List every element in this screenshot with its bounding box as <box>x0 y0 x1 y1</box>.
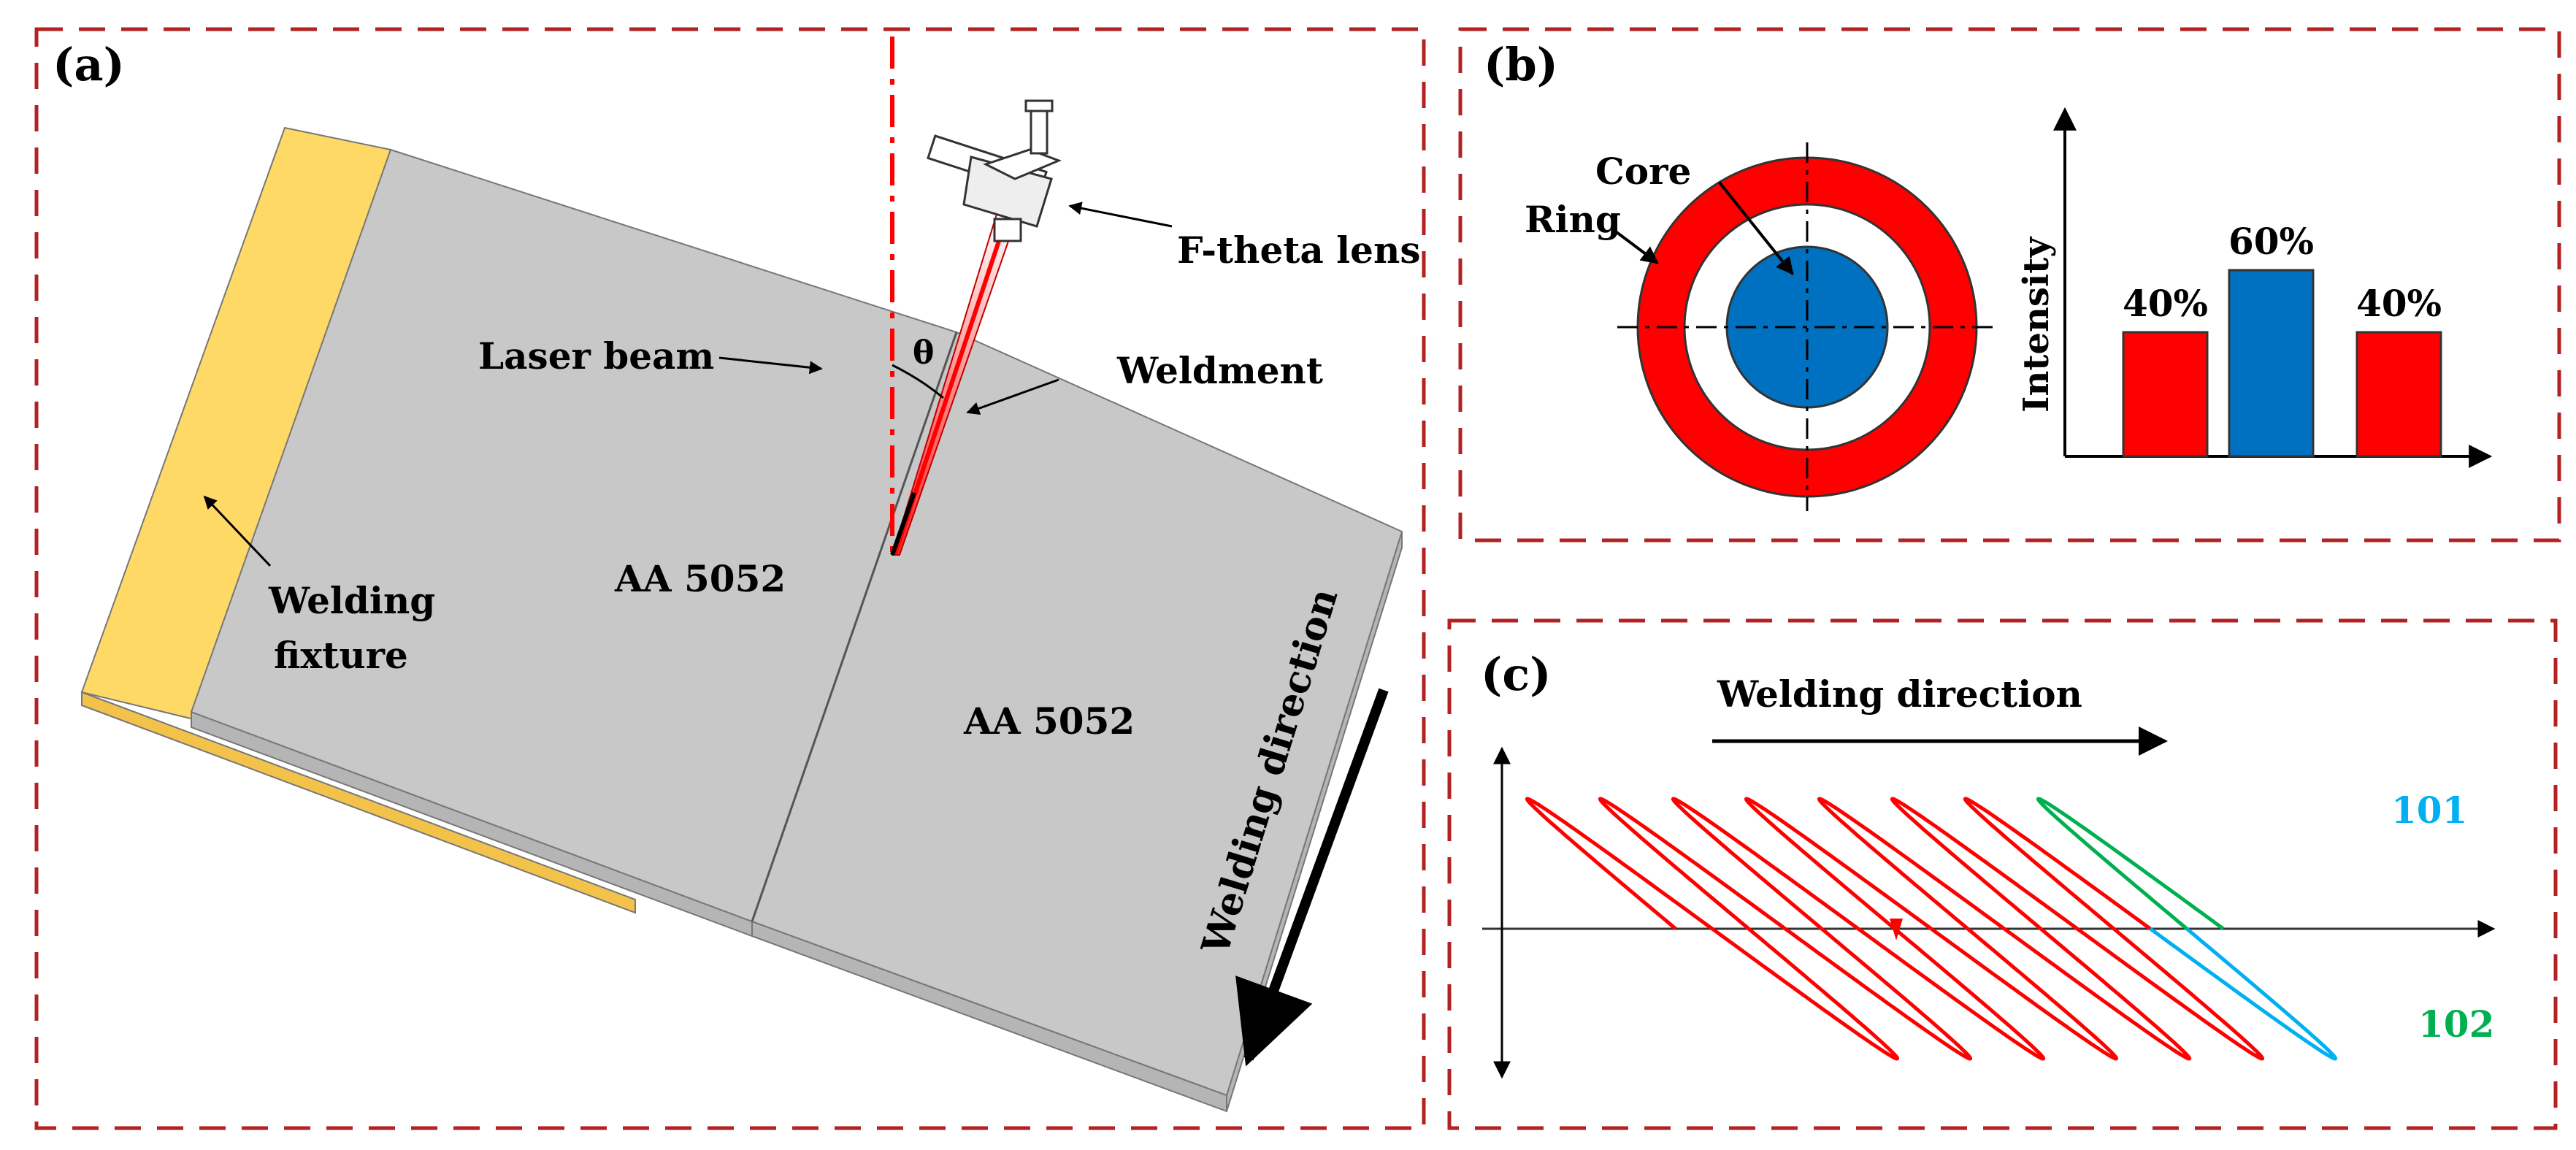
plate-left-label: AA 5052 <box>614 557 786 600</box>
panel-c-label: (c) <box>1481 648 1551 701</box>
intensity-bar-2 <box>2228 269 2315 458</box>
intensity-bar-3 <box>2355 331 2442 458</box>
panel-c-frame <box>1447 618 2558 1130</box>
panel-c: (c) Welding direction 101 102 <box>1481 648 2496 1079</box>
weldment-arrow <box>966 378 1059 415</box>
oscillation-path <box>1525 797 2264 1061</box>
core-label: Core <box>1595 150 1691 193</box>
f-theta-lens-head <box>927 99 1062 242</box>
lens-arrow <box>1068 202 1173 228</box>
mode-101-label: 101 <box>2391 789 2467 832</box>
angle-symbol: θ <box>913 334 934 372</box>
panel-b-label: (b) <box>1484 38 1558 91</box>
angle-arc <box>892 364 944 399</box>
intensity-bar-1 <box>2122 331 2209 458</box>
plate-right-label: AA 5052 <box>963 699 1135 743</box>
fixture-side <box>81 691 636 914</box>
intensity-bar-chart: Intensity 40% 60% 40% <box>2016 107 2493 468</box>
fixture-arrow <box>203 495 272 567</box>
beam-arrow <box>718 356 823 375</box>
panel-b: (b) Core Ring Intensity 40% 60% 40% <box>1484 38 2493 511</box>
panel-b-frame <box>1458 27 2561 543</box>
welding-direction-label-c: Welding direction <box>1717 672 2082 716</box>
panel-a-frame <box>34 27 1426 1130</box>
welding-direction-arrow-a <box>1235 688 1389 1067</box>
weld-seam <box>751 331 958 922</box>
weldment-label: Weldment <box>1116 349 1323 392</box>
bar-value-label-3: 40% <box>2356 282 2442 325</box>
path-direction-marker <box>1890 919 1903 940</box>
mode-102-label: 102 <box>2418 1003 2494 1046</box>
panel-a: (a) F-theta lens Laser beam θ Weldment W… <box>53 37 1420 1113</box>
fixture-label-line1: Welding <box>268 579 435 622</box>
oscillation-segment-102 <box>2036 797 2225 931</box>
bar-value-label-2: 60% <box>2228 220 2314 263</box>
fixture-label-line2: fixture <box>274 634 408 677</box>
ring-arrow <box>1612 229 1659 264</box>
core-arrow <box>1718 181 1794 275</box>
lens-label: F-theta lens <box>1177 229 1420 272</box>
oscillation-segment-101 <box>2149 927 2338 1061</box>
beam-tip <box>890 492 916 556</box>
panel-a-label: (a) <box>53 38 125 91</box>
y-axis-label: Intensity <box>2016 236 2057 413</box>
bar-value-label-1: 40% <box>2123 282 2208 325</box>
beam-label: Laser beam <box>478 334 714 377</box>
ring-label: Ring <box>1525 198 1621 241</box>
